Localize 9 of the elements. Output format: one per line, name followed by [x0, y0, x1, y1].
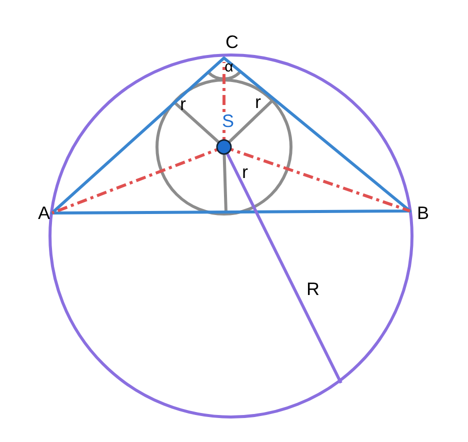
radius-label: r	[242, 163, 248, 181]
radius-label: r	[180, 95, 186, 113]
center-label: S	[222, 112, 234, 130]
vertex-label: B	[417, 204, 429, 222]
vertex-label: C	[226, 33, 238, 51]
vertex-label: A	[38, 204, 50, 222]
radius-label: R	[306, 280, 320, 298]
angle-label: α	[224, 60, 234, 74]
radius-label: r	[255, 93, 261, 111]
